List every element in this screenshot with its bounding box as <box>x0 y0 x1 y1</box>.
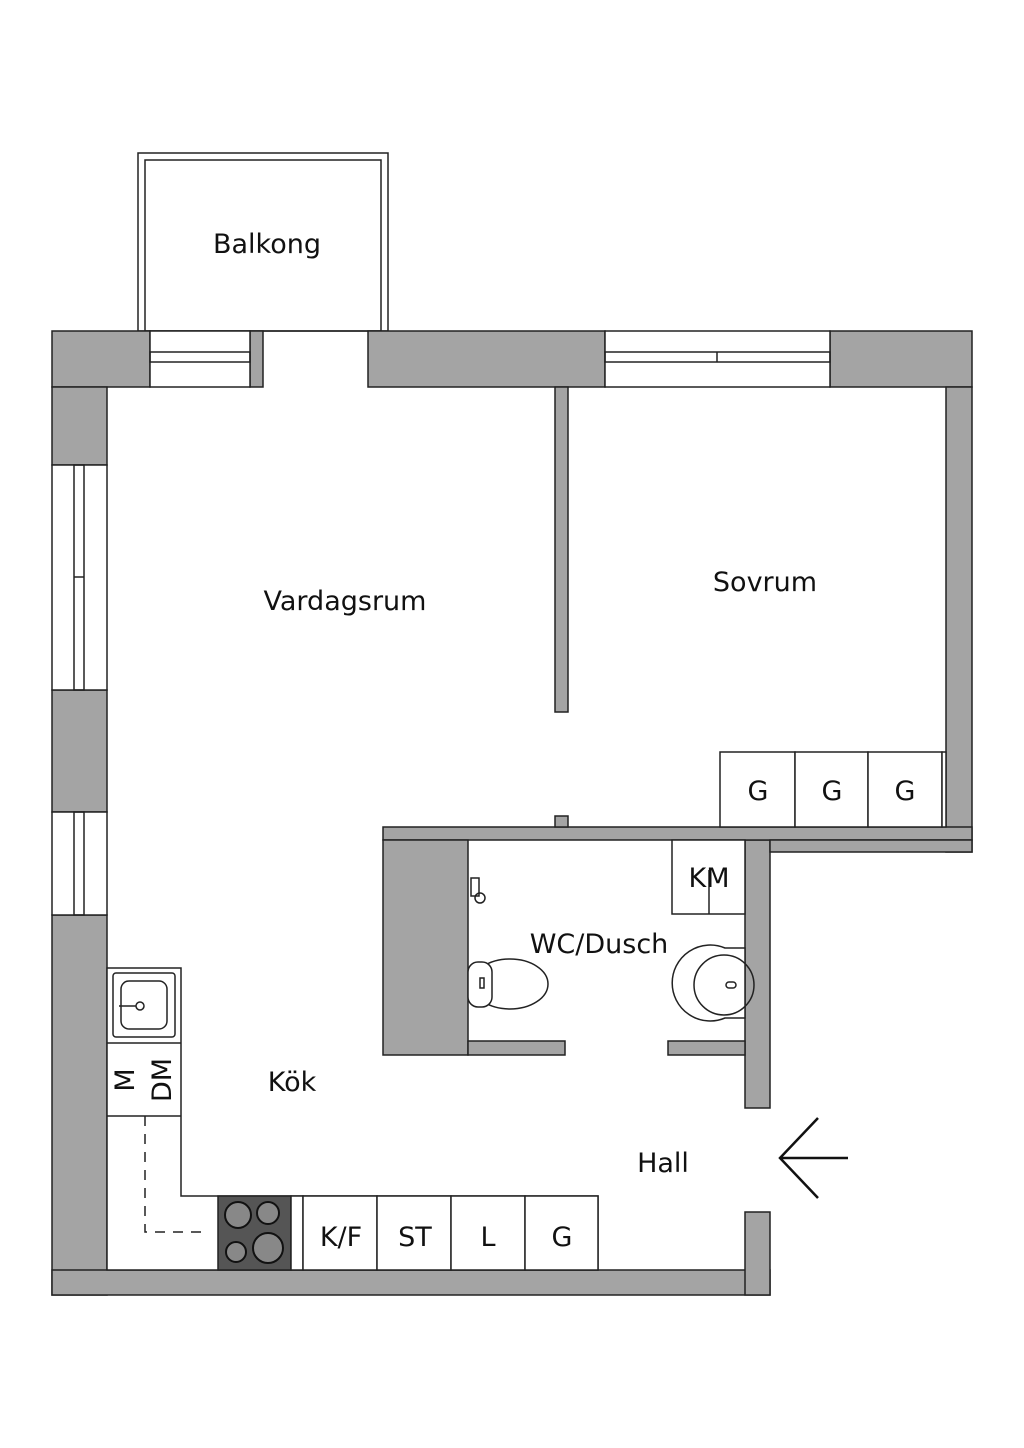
wardrobe-label: G <box>822 776 843 807</box>
entrance-arrow-icon <box>778 1117 848 1199</box>
room-label-sovrum: Sovrum <box>713 567 817 598</box>
sink-icon <box>671 944 755 1022</box>
window-top-right <box>604 330 831 388</box>
room-label-balkong: Balkong <box>213 229 321 260</box>
cabinet-l-label: L <box>480 1222 495 1253</box>
dishwasher-label: DM <box>147 1058 178 1102</box>
window-top-left <box>149 330 251 388</box>
window-left-upper <box>51 464 108 691</box>
wardrobe-label: G <box>748 776 769 807</box>
washer-label: KM <box>688 863 729 894</box>
microwave-label: M <box>110 1068 141 1091</box>
room-label-vardagsrum: Vardagsrum <box>264 586 427 617</box>
room-label-kok: Kök <box>268 1067 317 1098</box>
wardrobe-label: G <box>552 1222 573 1253</box>
wardrobes: G G G <box>719 751 947 828</box>
stove-icon <box>217 1195 292 1271</box>
room-label-wc-dusch: WC/Dusch <box>530 929 669 960</box>
window-left-lower <box>51 811 108 916</box>
walls <box>51 330 973 1296</box>
balcony <box>137 152 389 332</box>
cabinet-st-label: ST <box>398 1222 432 1253</box>
kitchen-sink-icon <box>112 972 176 1038</box>
toilet-icon <box>467 958 549 1010</box>
wardrobe-label: G <box>895 776 916 807</box>
washer: KM <box>671 839 746 915</box>
fridge-freezer-label: K/F <box>320 1222 362 1253</box>
shower-icon <box>470 877 486 904</box>
room-label-hall: Hall <box>637 1148 689 1179</box>
kitchen-units: K/F ST L G <box>302 1195 599 1271</box>
